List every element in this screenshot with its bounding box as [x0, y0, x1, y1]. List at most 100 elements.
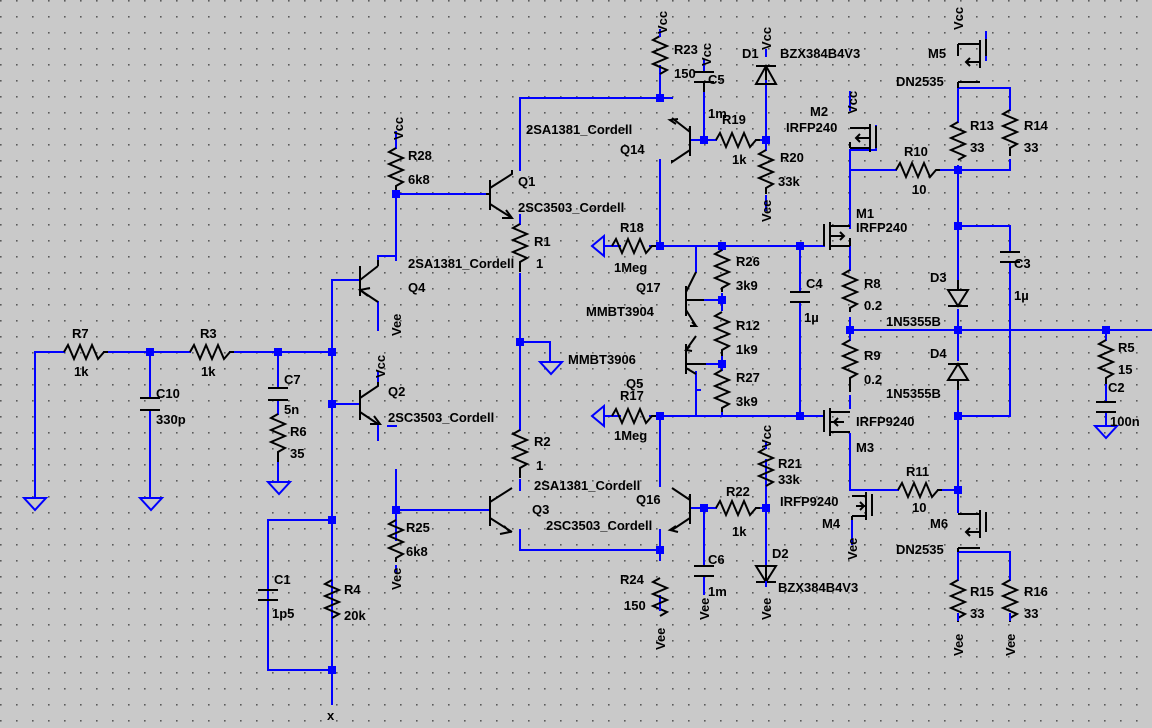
R13-symbol — [948, 121, 968, 161]
vcc-label: Vcc — [391, 117, 406, 140]
capacitor-symbols — [140, 71, 1116, 601]
R1-label: R1 — [534, 234, 551, 249]
C1-value: 1p5 — [272, 606, 294, 621]
R27-symbol — [712, 369, 732, 412]
ground-icon — [265, 481, 293, 496]
R21-value: 33k — [778, 472, 800, 487]
diode-symbols — [754, 63, 970, 584]
R6-label: R6 — [290, 424, 307, 439]
resistor-symbols — [63, 35, 1116, 622]
R20-value: 33k — [778, 174, 800, 189]
R23-label: R23 — [674, 42, 698, 57]
C4-label: C4 — [806, 276, 823, 291]
Q1-model: 2SC3503_Cordell — [518, 200, 624, 215]
Q4-label: Q4 — [408, 280, 426, 295]
M3-label: M3 — [856, 440, 874, 455]
M3-symbol — [823, 408, 850, 436]
R12-symbol — [712, 311, 732, 356]
vcc-label: Vcc — [373, 355, 388, 378]
C6-value: 1m — [708, 584, 727, 599]
M5-symbol — [957, 38, 987, 88]
R10-value: 10 — [912, 182, 926, 197]
D2-model: BZX384B4V3 — [778, 580, 858, 595]
C4-value: 1µ — [804, 310, 819, 325]
ground-icon — [1092, 425, 1120, 440]
D3-symbol — [946, 280, 970, 308]
vee-label: Vee — [653, 628, 668, 650]
ground-icon — [21, 497, 49, 512]
C7-label: C7 — [284, 372, 301, 387]
C2-label: C2 — [1108, 380, 1125, 395]
M2-label: M2 — [810, 104, 828, 119]
R22-label: R22 — [726, 484, 750, 499]
D4-label: D4 — [930, 346, 947, 361]
R24-symbol — [650, 577, 670, 617]
R15-label: R15 — [970, 584, 994, 599]
Q4-model: 2SA1381_Cordell — [408, 256, 514, 271]
ground-icon — [537, 361, 565, 376]
R23-value: 150 — [674, 66, 696, 81]
Q14-symbol — [667, 117, 691, 164]
R11-label: R11 — [906, 464, 929, 479]
M6-label: M6 — [930, 516, 948, 531]
R17-value: 1Meg — [614, 428, 647, 443]
vee-label: Vee — [759, 598, 774, 620]
D1-label: D1 — [742, 46, 759, 61]
R12-label: R12 — [736, 318, 760, 333]
C2-symbol — [1096, 401, 1116, 413]
vee-label: Vee — [845, 538, 860, 560]
vee-label: Vee — [389, 314, 404, 336]
R26-value: 3k9 — [736, 278, 758, 293]
Q3-label: Q3 — [532, 502, 549, 517]
vee-label: Vee — [951, 634, 966, 656]
C5-symbol — [694, 71, 714, 92]
R7-label: R7 — [72, 326, 89, 341]
R20-symbol — [756, 149, 776, 194]
R7-symbol — [63, 342, 108, 362]
R8-symbol — [840, 269, 860, 312]
R5-symbol — [1096, 339, 1116, 384]
Q17-label: Q17 — [636, 280, 661, 295]
R19-symbol — [715, 130, 760, 150]
M6-model: DN2535 — [896, 542, 944, 557]
R20-label: R20 — [780, 150, 804, 165]
M5-model: DN2535 — [896, 74, 944, 89]
power-flags — [331, 29, 1011, 705]
R4-value: 20k — [344, 608, 366, 623]
R5-label: R5 — [1118, 340, 1135, 355]
R17-symbol — [611, 406, 656, 426]
R19-label: R19 — [722, 112, 746, 127]
R6-symbol — [268, 413, 288, 462]
M6-symbol — [957, 510, 987, 552]
C6-label: C6 — [708, 552, 725, 567]
mosfet-symbols — [823, 38, 987, 552]
C10-value: 330p — [156, 412, 186, 427]
R5-value: 15 — [1118, 362, 1132, 377]
Q14-label: Q14 — [620, 142, 645, 157]
C3-value: 1µ — [1014, 288, 1029, 303]
labels: Vcc Vcc Vcc Vcc Vcc Vee Vcc Vcc Vcc Vee … — [72, 7, 1140, 723]
R2-value: 1 — [536, 458, 543, 473]
M1-model: IRFP240 — [856, 220, 907, 235]
R24-label: R24 — [620, 572, 645, 587]
R15-symbol — [948, 579, 968, 622]
R3-symbol — [189, 342, 234, 362]
input-node-label: x — [327, 708, 335, 723]
R27-label: R27 — [736, 370, 760, 385]
R14-label: R14 — [1024, 118, 1049, 133]
R18-symbol — [611, 236, 656, 256]
ground-icon — [590, 233, 605, 259]
vcc-label: Vcc — [759, 27, 774, 50]
D2-label: D2 — [772, 546, 789, 561]
C10-label: C10 — [156, 386, 180, 401]
R8-value: 0.2 — [864, 298, 882, 313]
R22-value: 1k — [732, 524, 747, 539]
D3-label: D3 — [930, 270, 947, 285]
Q17-symbol — [685, 271, 704, 327]
C5-label: C5 — [708, 72, 725, 87]
M2-model: IRFP240 — [786, 120, 837, 135]
R21-label: R21 — [778, 456, 802, 471]
Q4-symbol — [357, 260, 379, 303]
R16-value: 33 — [1024, 606, 1038, 621]
